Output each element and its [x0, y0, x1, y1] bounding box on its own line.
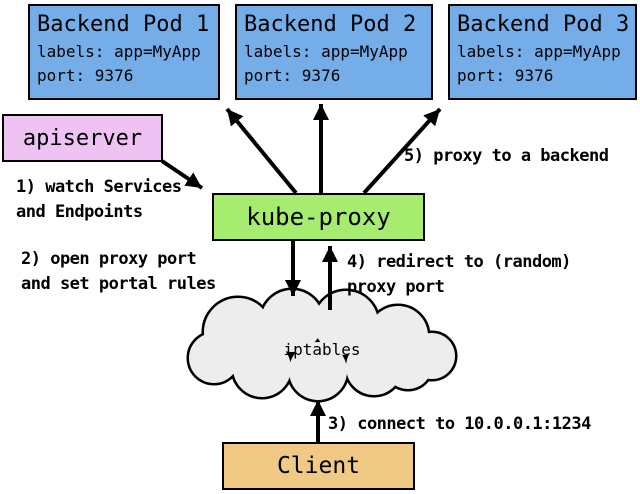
step-2-line-2: and set portal rules [21, 274, 216, 294]
arrow-proxy-to-pod-1 [225, 107, 298, 195]
backend-pod-1-box: Backend Pod 1 labels: app=MyApp port: 93… [28, 4, 220, 100]
pod-3-title: Backend Pod 3 [457, 12, 630, 37]
step-5-proxy-backend-note: 5) proxy to a backend [404, 144, 609, 169]
step-1-watch-services-note: 1) watch Services and Endpoints [16, 175, 182, 225]
apiserver-label: apiserver [22, 125, 143, 151]
step-4-line-1: 4) redirect to (random) [347, 252, 571, 272]
step-4-redirect-note: 4) redirect to (random) proxy port [347, 250, 571, 300]
step-1-line-2: and Endpoints [16, 202, 143, 222]
step-5-line-1: 5) proxy to a backend [404, 146, 609, 166]
step-3-connect-note: 3) connect to 10.0.0.1:1234 [328, 412, 591, 437]
pod-1-labels: labels: app=MyApp [37, 42, 201, 61]
iptables-label: iptables [283, 340, 361, 359]
pod-1-port: port: 9376 [37, 66, 134, 85]
pod-2-title: Backend Pod 2 [244, 12, 417, 37]
step-4-line-2: proxy port [347, 277, 445, 297]
kube-proxy-label: kube-proxy [246, 203, 391, 231]
step-1-line-1: 1) watch Services [16, 177, 182, 197]
step-2-open-proxy-port-note: 2) open proxy port and set portal rules [21, 247, 216, 297]
client-box: Client [222, 442, 415, 490]
client-label: Client [276, 453, 361, 479]
pod-3-port: port: 9376 [457, 66, 554, 85]
pod-2-port: port: 9376 [244, 66, 341, 85]
apiserver-box: apiserver [2, 114, 163, 162]
pod-1-title: Backend Pod 1 [37, 12, 210, 37]
kube-proxy-box: kube-proxy [212, 193, 425, 241]
step-3-line-1: 3) connect to 10.0.0.1:1234 [328, 414, 591, 434]
step-2-line-1: 2) open proxy port [21, 249, 197, 269]
backend-pod-3-box: Backend Pod 3 labels: app=MyApp port: 93… [448, 4, 637, 100]
pod-2-labels: labels: app=MyApp [244, 42, 408, 61]
pod-3-labels: labels: app=MyApp [457, 42, 621, 61]
backend-pod-2-box: Backend Pod 2 labels: app=MyApp port: 93… [235, 4, 433, 100]
